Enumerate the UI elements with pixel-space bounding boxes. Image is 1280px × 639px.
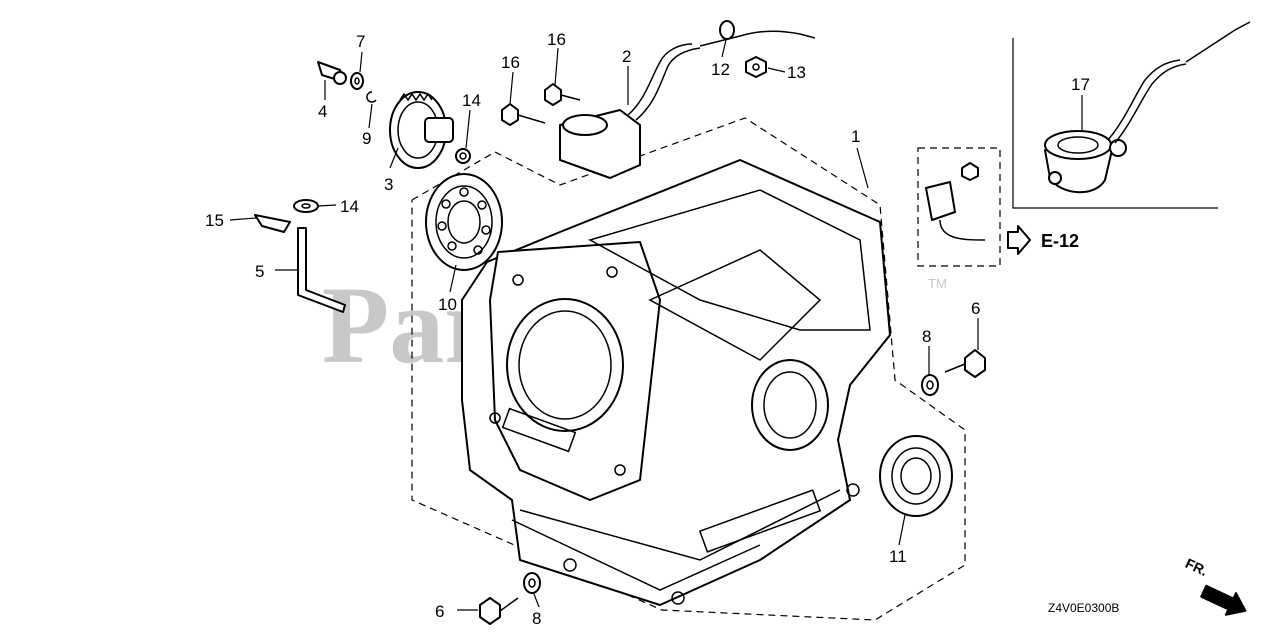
bolt-16-left[interactable] (501, 103, 546, 126)
callout-8-right: 8 (922, 327, 931, 346)
grommet-12[interactable] (719, 20, 735, 40)
wire-clamp-group (917, 147, 1001, 267)
nut-13[interactable] (745, 56, 767, 78)
bolt-4[interactable] (317, 61, 347, 85)
callout-10: 10 (438, 295, 457, 314)
washer-7[interactable] (350, 72, 364, 90)
washer-14-upper[interactable] (455, 148, 471, 164)
callout-4: 4 (318, 102, 327, 121)
washer-8-right[interactable] (921, 374, 939, 396)
crankcase[interactable] (461, 159, 891, 606)
callout-16-right: 16 (547, 30, 566, 49)
inset-panel-border (1012, 38, 1218, 209)
front-direction-marker: FR. (1183, 555, 1247, 616)
callout-16-left: 16 (501, 53, 520, 72)
wire-clamp[interactable] (925, 162, 986, 241)
callout-3: 3 (384, 175, 393, 194)
bolt-6-bottom[interactable] (479, 597, 519, 625)
clip-15[interactable] (254, 214, 291, 233)
reference-arrow (1007, 225, 1031, 255)
callout-7: 7 (356, 32, 365, 51)
oil-seal-11[interactable] (879, 435, 953, 517)
ball-bearing-10[interactable] (425, 173, 503, 271)
oil-level-switch-2[interactable] (559, 30, 816, 179)
oil-alert-unit-17[interactable] (1044, 21, 1251, 194)
callout-12: 12 (711, 60, 730, 79)
front-arrow-icon (1200, 584, 1247, 616)
washer-14-lower[interactable] (293, 199, 319, 213)
watermark-trademark: TM (928, 276, 947, 291)
bolt-6-right[interactable] (944, 349, 986, 378)
governor-gear[interactable] (389, 91, 454, 169)
callout-8-bottom: 8 (532, 609, 541, 628)
callout-14-lower: 14 (340, 197, 359, 216)
callout-2: 2 (622, 47, 631, 66)
callout-6-right: 6 (971, 299, 980, 318)
clip-9[interactable] (366, 91, 377, 103)
governor-shaft-5[interactable] (297, 227, 346, 313)
callout-13: 13 (787, 63, 806, 82)
leader-lines (229, 39, 1083, 611)
callout-11: 11 (889, 547, 907, 566)
callout-17: 17 (1071, 75, 1090, 94)
bolt-16-right[interactable] (544, 83, 581, 106)
washer-8-bottom[interactable] (523, 572, 541, 594)
reference-label: E-12 (1041, 231, 1079, 251)
callout-1: 1 (851, 127, 860, 146)
diagram-code: Z4V0E0300B (1048, 601, 1119, 615)
callout-9: 9 (362, 129, 371, 148)
callout-6-bottom: 6 (435, 602, 444, 621)
callout-5: 5 (255, 262, 264, 281)
callout-15: 15 (205, 211, 224, 230)
direction-label: FR. (1183, 555, 1210, 579)
callout-14-upper: 14 (462, 91, 481, 110)
